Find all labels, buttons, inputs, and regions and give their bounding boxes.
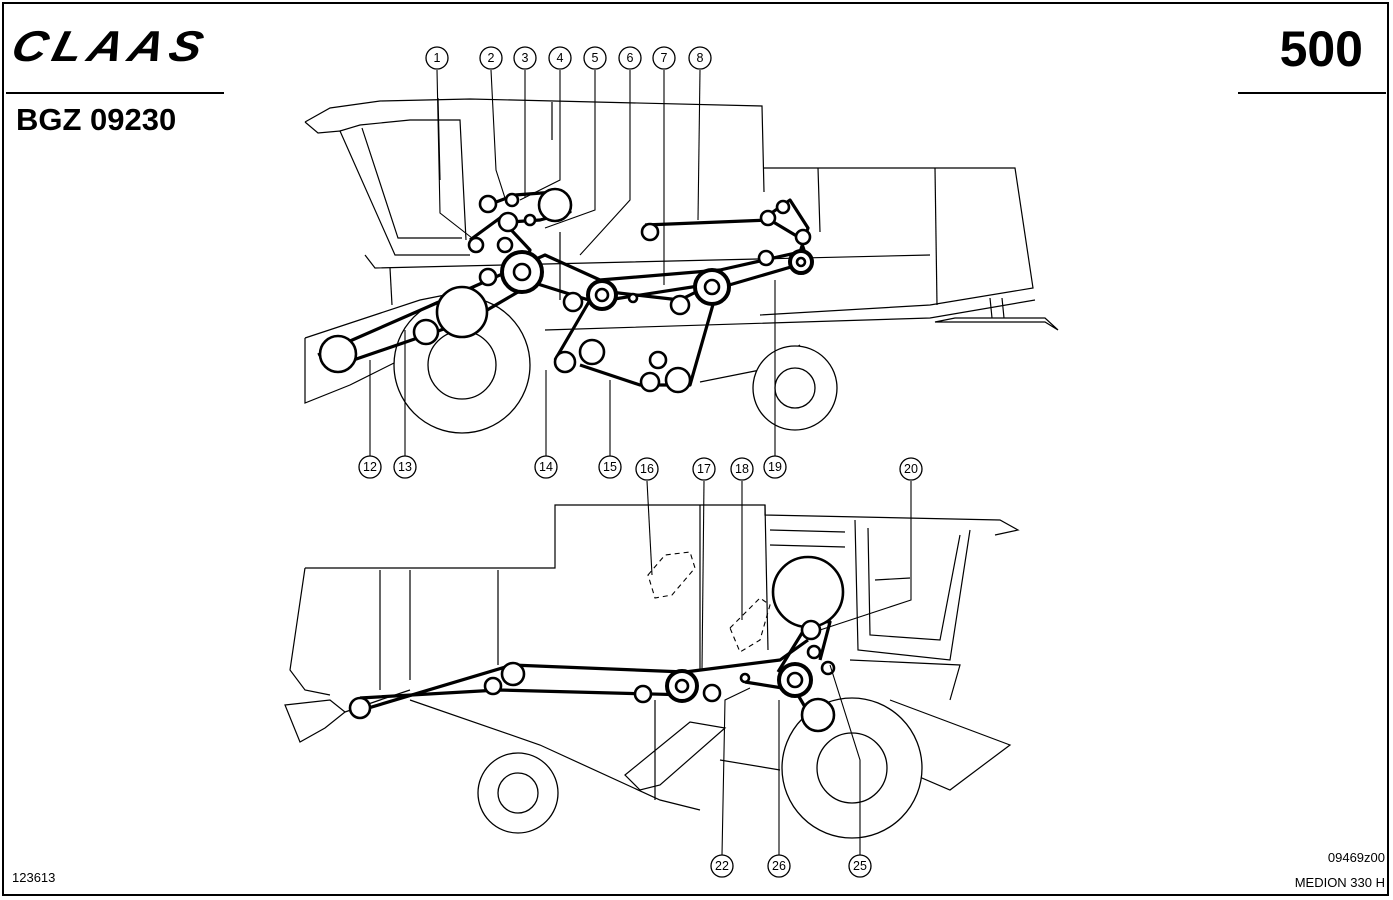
svg-text:18: 18 bbox=[735, 462, 749, 476]
drawing-code: 09469z00 bbox=[1327, 850, 1385, 865]
callout-25: 25 bbox=[848, 854, 872, 878]
callout-13: 13 bbox=[393, 455, 417, 479]
callout-7: 7 bbox=[652, 46, 676, 70]
svg-text:16: 16 bbox=[640, 462, 654, 476]
svg-text:17: 17 bbox=[697, 462, 711, 476]
callout-8: 8 bbox=[688, 46, 712, 70]
callouts-bottom: 16 17 18 20 22 26 25 bbox=[635, 457, 923, 878]
svg-text:14: 14 bbox=[539, 460, 553, 474]
svg-text:4: 4 bbox=[557, 51, 564, 65]
callout-5: 5 bbox=[583, 46, 607, 70]
callout-19: 19 bbox=[763, 455, 787, 479]
callout-1: 1 bbox=[425, 46, 449, 70]
page-number: 500 bbox=[1279, 21, 1363, 77]
svg-text:13: 13 bbox=[398, 460, 412, 474]
callout-20: 20 bbox=[899, 457, 923, 481]
svg-text:22: 22 bbox=[715, 859, 729, 873]
svg-text:8: 8 bbox=[697, 51, 704, 65]
svg-text:3: 3 bbox=[522, 51, 529, 65]
reference-number: 123613 bbox=[12, 870, 56, 885]
svg-text:7: 7 bbox=[661, 51, 668, 65]
callout-2: 2 bbox=[479, 46, 503, 70]
callout-18: 18 bbox=[730, 457, 754, 481]
combine-side-view-bottom bbox=[284, 504, 1020, 839]
svg-text:15: 15 bbox=[603, 460, 617, 474]
callout-14: 14 bbox=[534, 455, 558, 479]
callout-17: 17 bbox=[692, 457, 716, 481]
callout-12: 12 bbox=[358, 455, 382, 479]
combine-side-view-top bbox=[304, 97, 1059, 434]
header-rule-right bbox=[1238, 92, 1386, 94]
callout-22: 22 bbox=[710, 854, 734, 878]
leader-lines-top bbox=[369, 69, 776, 457]
leader-lines-bottom bbox=[646, 480, 912, 856]
svg-text:12: 12 bbox=[363, 460, 377, 474]
callout-3: 3 bbox=[513, 46, 537, 70]
model-name: MEDION 330 H bbox=[1294, 875, 1385, 890]
svg-text:25: 25 bbox=[853, 859, 867, 873]
svg-text:2: 2 bbox=[488, 51, 495, 65]
document-number: BGZ 09230 bbox=[16, 102, 177, 137]
svg-text:5: 5 bbox=[592, 51, 599, 65]
header-rule-left bbox=[6, 92, 224, 94]
callout-6: 6 bbox=[618, 46, 642, 70]
callout-15: 15 bbox=[598, 455, 622, 479]
svg-text:26: 26 bbox=[772, 859, 786, 873]
svg-text:20: 20 bbox=[904, 462, 918, 476]
callout-4: 4 bbox=[548, 46, 572, 70]
svg-text:19: 19 bbox=[768, 460, 782, 474]
svg-text:6: 6 bbox=[627, 51, 634, 65]
svg-text:1: 1 bbox=[434, 51, 441, 65]
callout-26: 26 bbox=[767, 854, 791, 878]
callouts-top: 1 2 3 4 5 6 7 8 12 13 14 15 19 bbox=[358, 46, 787, 479]
callout-16: 16 bbox=[635, 457, 659, 481]
